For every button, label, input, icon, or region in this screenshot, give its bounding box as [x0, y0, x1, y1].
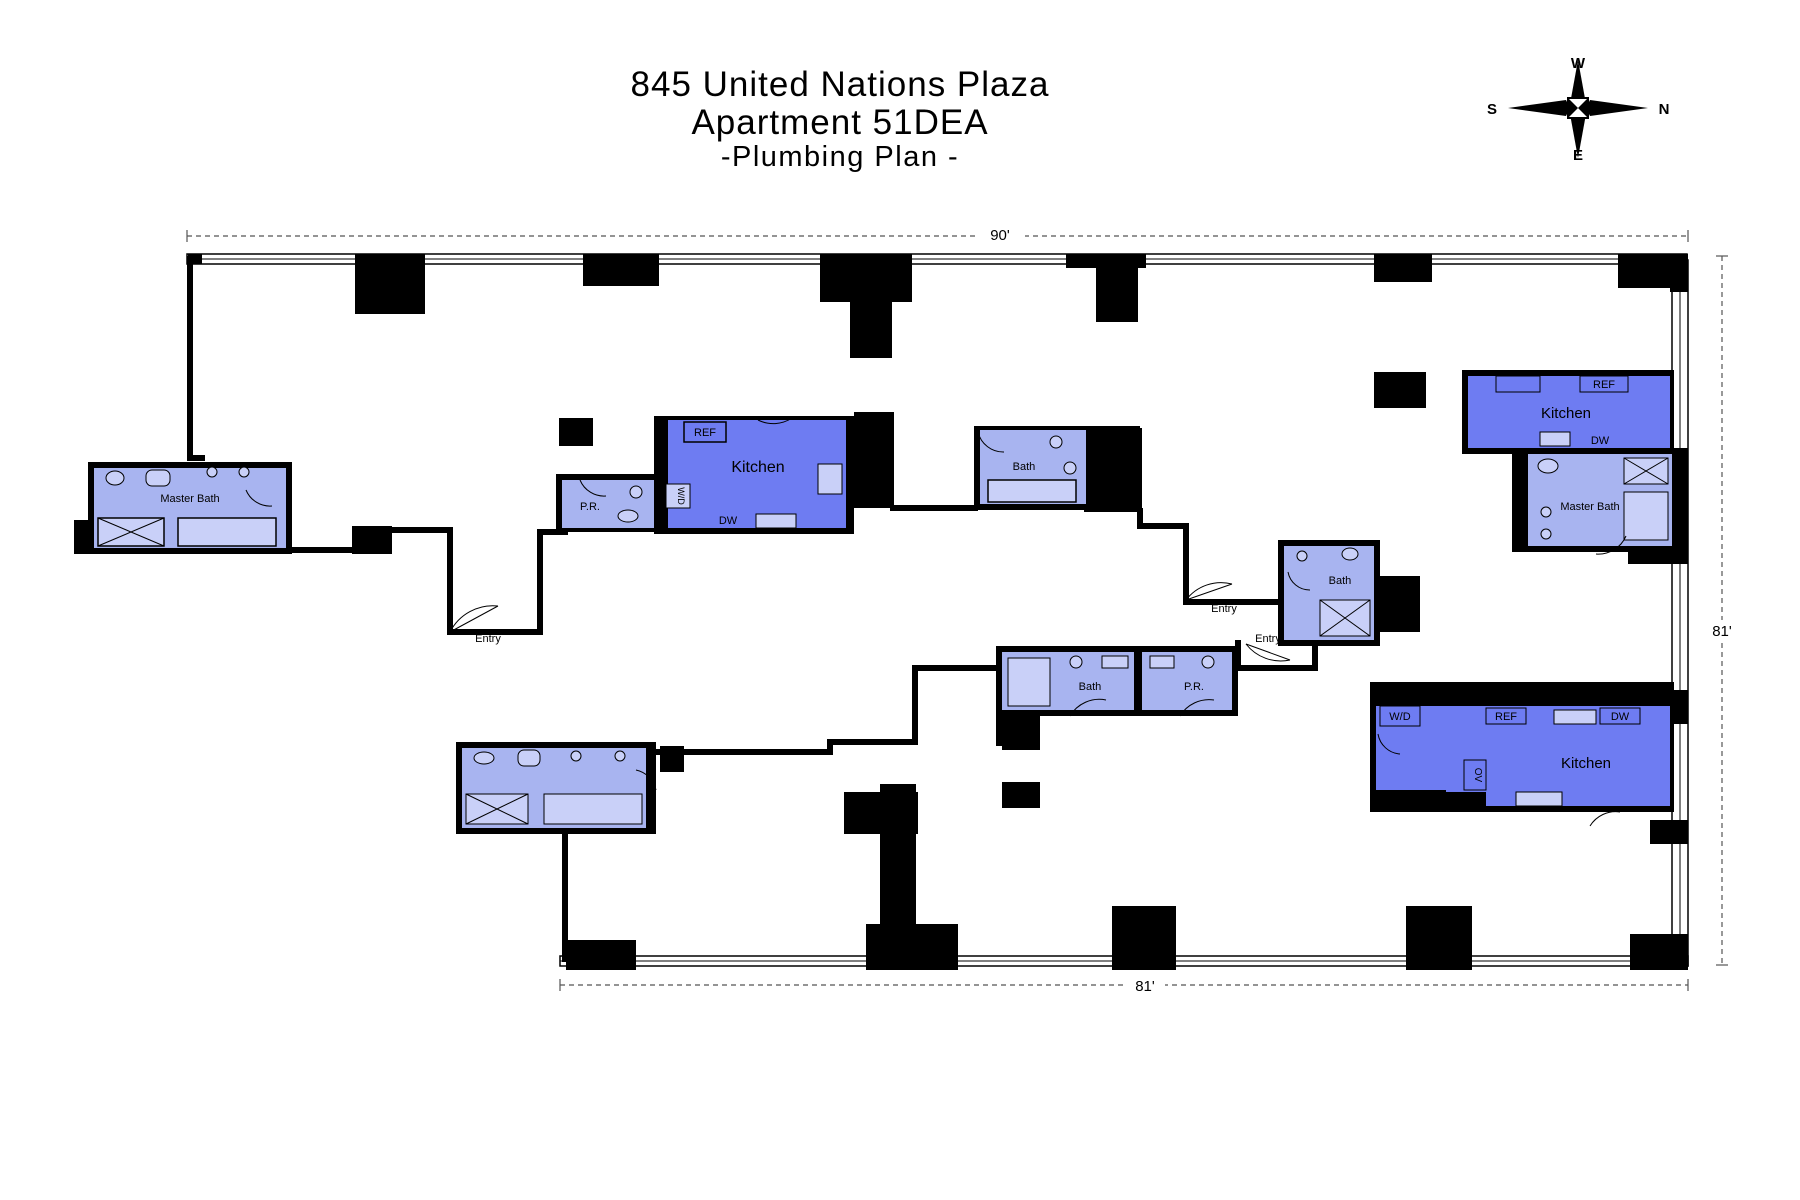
kitchen-1-ref-label: REF: [694, 427, 716, 439]
kitchen-ne-dw-label: DW: [1591, 435, 1610, 447]
master-bath-west-label: Master Bath: [160, 493, 219, 505]
master-bath-west: Master Bath: [88, 462, 292, 554]
kitchen-se-ov-label: OV: [1472, 768, 1483, 783]
title-block: 845 United Nations Plaza Apartment 51DEA…: [560, 66, 1120, 173]
kitchen-ne: REF Kitchen DW: [1462, 370, 1674, 454]
door-swing-kitchen-1: [757, 417, 793, 425]
powder-room-2-label: P.R.: [1184, 681, 1204, 693]
dimension-right-label: 81': [1712, 623, 1732, 640]
kitchen-ne-ref-label: REF: [1593, 379, 1615, 391]
bath-south: Bath: [996, 646, 1238, 716]
powder-room-1-label: P.R.: [580, 501, 600, 513]
kitchen-se: W/D REF DW OV Kitchen: [1370, 682, 1674, 812]
powder-room-2: P.R.: [1142, 652, 1232, 710]
door-swings: [245, 431, 1627, 827]
bath-east-small-label: Bath: [1329, 575, 1352, 587]
kitchen-1-wd-label: W/D: [676, 487, 686, 505]
entry-doors: [449, 582, 1291, 662]
kitchen-se-label: Kitchen: [1561, 755, 1611, 772]
kitchen-1: REF W/D Kitchen DW: [654, 416, 854, 534]
kitchen-se-wd-label: W/D: [1389, 711, 1410, 723]
compass-north-label: N: [1659, 101, 1670, 118]
title-plan-type: -Plumbing Plan -: [720, 140, 960, 173]
window-strips: [186, 253, 1689, 967]
master-bath-east: Master Bath: [1512, 448, 1688, 552]
entry-3-label: Entry: [1255, 633, 1281, 645]
compass-east-label: E: [1573, 147, 1583, 164]
walls: [187, 256, 1318, 962]
compass-rose-icon: W S N E: [1487, 55, 1669, 164]
dimension-lines: [186, 230, 1728, 991]
entry-2-label: Entry: [1211, 603, 1237, 615]
master-bath-east-label: Master Bath: [1560, 501, 1619, 513]
bath-south-label: Bath: [1079, 681, 1102, 693]
compass-south-label: S: [1487, 101, 1497, 118]
structural-columns: [74, 254, 1688, 970]
dimension-top-label: 90': [990, 227, 1010, 244]
entry-1-label: Entry: [475, 633, 501, 645]
master-bath-sw: [456, 742, 656, 834]
powder-room-1: P.R.: [556, 474, 658, 532]
compass-west-label: W: [1571, 55, 1586, 72]
kitchen-se-dw-label: DW: [1611, 711, 1630, 723]
bath-east-small: Bath: [1278, 540, 1380, 646]
title-apartment: Apartment 51DEA: [691, 102, 989, 142]
title-address: 845 United Nations Plaza: [630, 65, 1050, 104]
bath-center-label: Bath: [1013, 461, 1036, 473]
bath-center: Bath: [974, 426, 1140, 510]
kitchen-1-dw-label: DW: [719, 515, 738, 527]
kitchen-se-ref-label: REF: [1495, 711, 1517, 723]
kitchen-ne-label: Kitchen: [1541, 405, 1591, 422]
kitchen-1-label: Kitchen: [731, 459, 784, 476]
dimension-bottom-label: 81': [1135, 978, 1155, 995]
